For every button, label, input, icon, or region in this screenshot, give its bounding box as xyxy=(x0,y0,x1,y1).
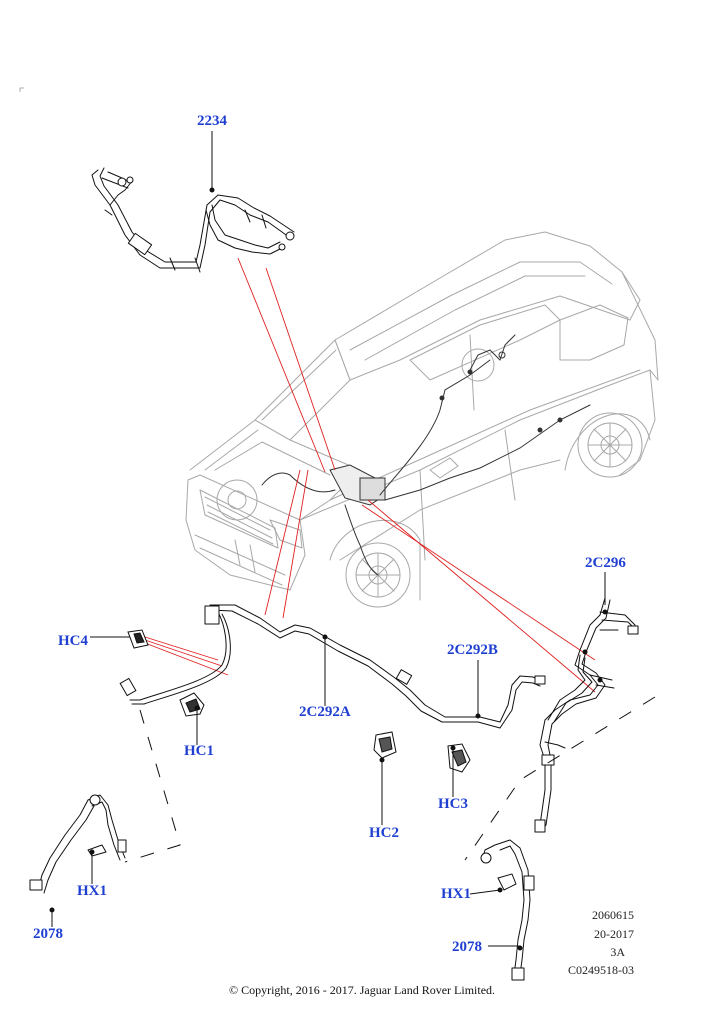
on-vehicle-brake-lines xyxy=(261,334,591,576)
callout-2078-left: 2078 xyxy=(33,926,63,942)
ref-line-2: 20-2017 xyxy=(594,927,634,941)
callout-hc3: HC3 xyxy=(438,796,468,812)
callout-leaders xyxy=(51,131,606,947)
pipe-2c292a xyxy=(129,604,546,729)
corner-mark xyxy=(19,87,24,92)
hc1-clip xyxy=(179,692,205,717)
ref-line-4: C0249518-03 xyxy=(568,963,634,977)
ref-line-3: 3A xyxy=(610,945,625,959)
callout-hc1: HC1 xyxy=(184,743,214,759)
hose-2078-right xyxy=(480,839,535,981)
callout-2c296: 2C296 xyxy=(585,555,626,571)
ref-line-1: 2060615 xyxy=(592,908,634,922)
pipe-assembly-2234 xyxy=(91,167,295,273)
callout-hc4: HC4 xyxy=(58,633,88,649)
pipe-bundle-2c296 xyxy=(534,597,639,833)
dashed-lines xyxy=(124,696,656,863)
callout-2c292b: 2C292B xyxy=(447,642,498,658)
copyright-notice: © Copyright, 2016 - 2017. Jaguar Land Ro… xyxy=(228,983,496,997)
callout-hx1-left: HX1 xyxy=(77,883,107,899)
callout-hx1-right: HX1 xyxy=(441,886,471,902)
hc4-bracket xyxy=(119,629,149,697)
callout-2078-right: 2078 xyxy=(452,939,482,955)
hc2-clip xyxy=(373,731,397,759)
callout-2234: 2234 xyxy=(197,113,227,129)
vehicle-outline xyxy=(185,231,659,608)
callout-2c292a: 2C292A xyxy=(299,704,351,720)
red-leader-lines xyxy=(144,257,596,693)
callout-hc2: HC2 xyxy=(369,825,399,841)
